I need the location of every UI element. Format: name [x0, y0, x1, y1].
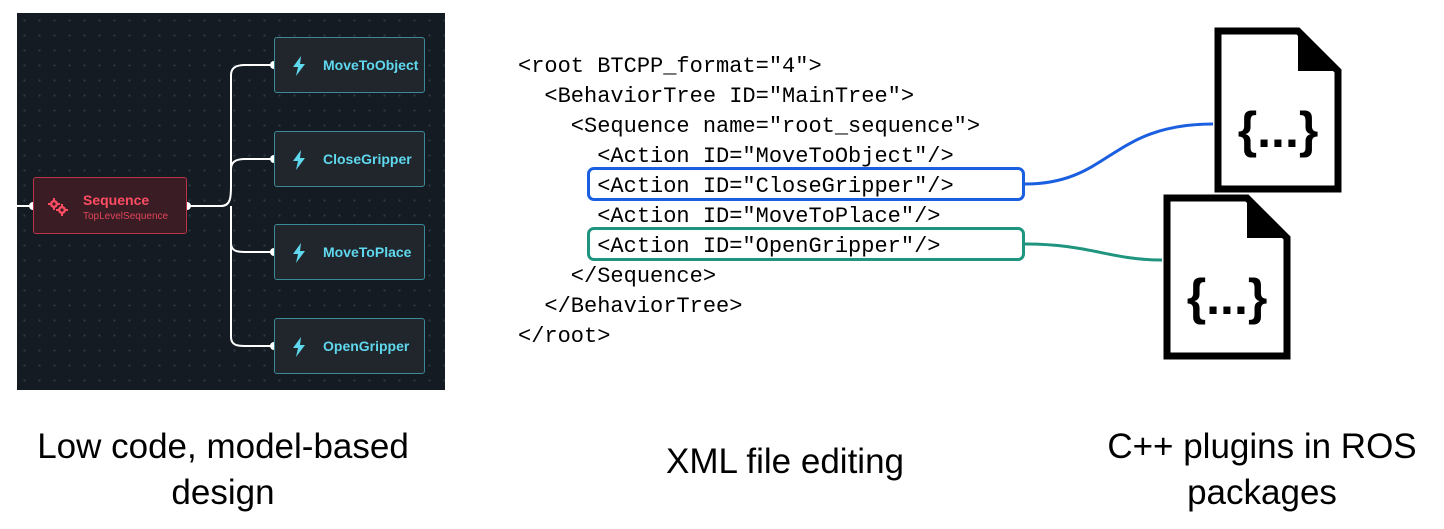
xml-line: <Action ID="OpenGripper"/>	[518, 234, 941, 259]
action-node-label: CloseGripper	[323, 151, 412, 167]
lightning-icon	[293, 243, 305, 263]
action-node-label: MoveToPlace	[323, 244, 412, 260]
gears-icon	[48, 198, 68, 216]
open-gripper-link	[1024, 242, 1163, 262]
sequence-node-title: Sequence	[83, 192, 150, 208]
open-gripper-highlight	[587, 227, 1025, 261]
xml-line: </Sequence>	[518, 264, 717, 289]
behavior-tree-editor[interactable]: Sequence TopLevelSequence MoveToObject C…	[17, 13, 445, 390]
action-node-label: OpenGripper	[323, 338, 410, 354]
xml-line: </root>	[518, 324, 611, 349]
caption-xml-editing: XML file editing	[666, 442, 904, 481]
close-gripper-link	[1024, 122, 1214, 186]
action-node-label: MoveToObject	[323, 57, 419, 73]
sequence-node-subtitle: TopLevelSequence	[83, 211, 169, 222]
xml-line: <Action ID="MoveToPlace"/>	[518, 204, 941, 229]
close-gripper-highlight	[587, 167, 1025, 201]
code-file-icon: {...}	[1163, 194, 1291, 360]
xml-line: <Sequence name="root_sequence">	[518, 114, 981, 139]
code-file-icon: {...}	[1214, 27, 1342, 193]
lightning-icon	[293, 56, 305, 76]
xml-line: <root BTCPP_format="4">	[518, 54, 822, 79]
xml-line: <BehaviorTree ID="MainTree">	[518, 84, 915, 109]
xml-line: </BehaviorTree>	[518, 294, 743, 319]
action-node-move-to-place[interactable]: MoveToPlace	[274, 224, 425, 280]
caption-low-code: Low code, model-based design	[37, 427, 409, 512]
file-glyph: {...}	[1238, 102, 1319, 158]
lightning-icon	[293, 150, 305, 170]
xml-code[interactable]: <root BTCPP_format="4"> <BehaviorTree ID…	[518, 52, 980, 352]
action-node-close-gripper[interactable]: CloseGripper	[274, 131, 425, 187]
xml-line: <Action ID="CloseGripper"/>	[518, 174, 954, 199]
action-node-open-gripper[interactable]: OpenGripper	[274, 318, 425, 374]
xml-line: <Action ID="MoveToObject"/>	[518, 144, 954, 169]
lightning-icon	[293, 337, 305, 357]
action-node-move-to-object[interactable]: MoveToObject	[274, 37, 425, 93]
file-glyph: {...}	[1187, 269, 1268, 325]
caption-cpp-plugins: C++ plugins in ROS packages	[1107, 427, 1417, 512]
sequence-node[interactable]: Sequence TopLevelSequence	[33, 177, 187, 234]
